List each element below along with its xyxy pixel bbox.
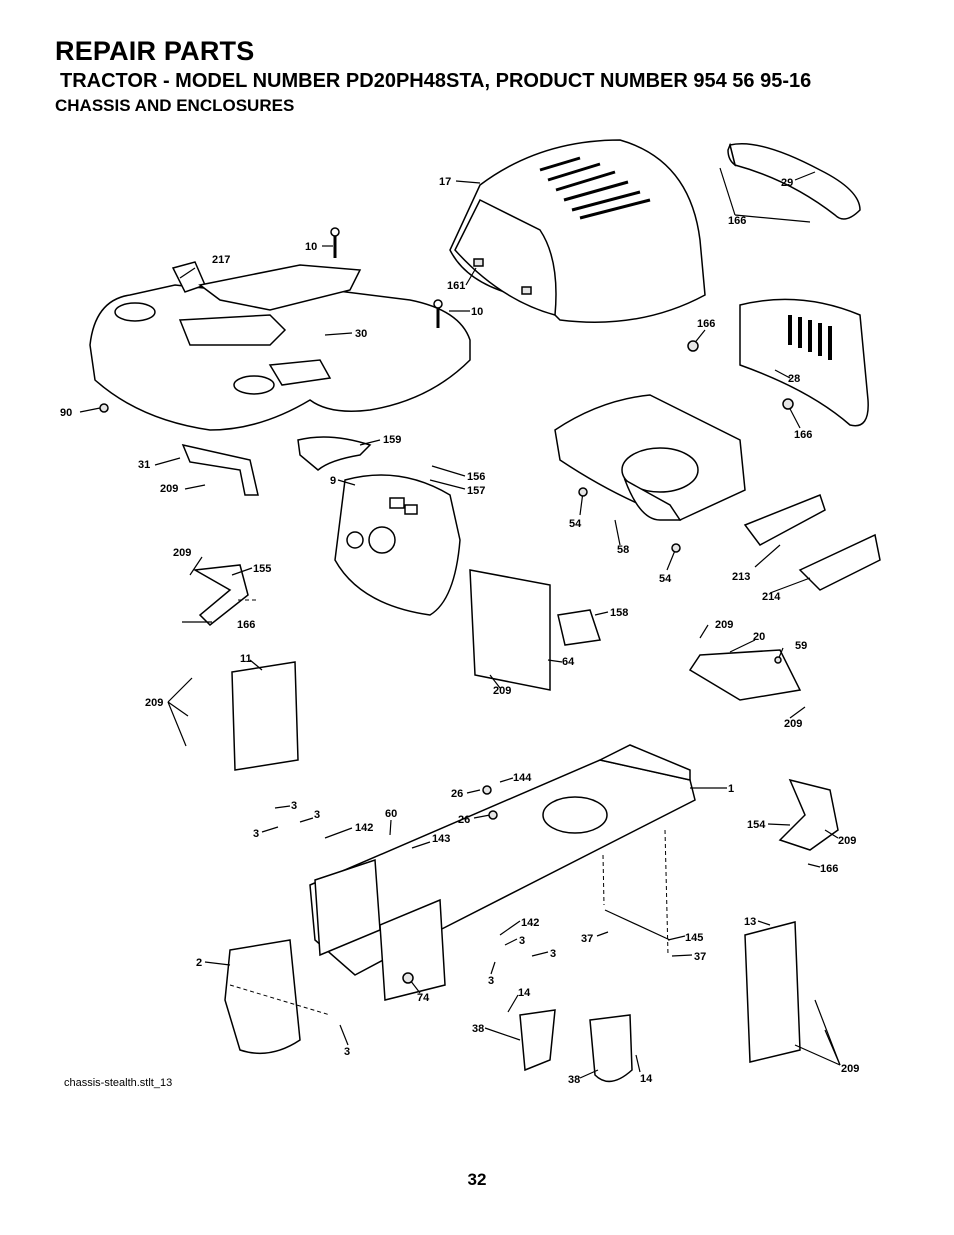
callout-209: 209	[715, 619, 733, 631]
callout-90: 90	[60, 407, 72, 419]
callout-54: 54	[659, 573, 672, 585]
dash-panel-part-9	[334, 474, 461, 616]
callout-3: 3	[344, 1046, 350, 1058]
plate-part-20	[688, 649, 802, 701]
callout-158: 158	[610, 607, 628, 619]
diagram-caption: chassis-stealth.stlt_13	[64, 1077, 173, 1089]
callout-144: 144	[513, 772, 532, 784]
plate-part-13	[744, 921, 801, 1063]
callout-154: 154	[747, 819, 766, 831]
callout-166: 166	[237, 619, 255, 631]
callout-155: 155	[253, 563, 271, 575]
callout-209: 209	[838, 835, 856, 847]
callout-159: 159	[383, 434, 401, 446]
callout-20: 20	[753, 631, 765, 643]
callout-58: 58	[617, 544, 629, 556]
seat-rail-part-30	[198, 264, 362, 311]
callout-213: 213	[732, 571, 750, 583]
callout-11: 11	[240, 653, 252, 665]
callout-14: 14	[518, 987, 531, 999]
bracket-part-158	[557, 609, 601, 646]
callout-38: 38	[472, 1023, 484, 1035]
callout-26: 26	[458, 814, 470, 826]
callout-10: 10	[471, 306, 483, 318]
callout-2: 2	[196, 957, 202, 969]
hood-part-17	[449, 139, 706, 323]
callout-3: 3	[550, 948, 556, 960]
callout-14: 14	[640, 1073, 653, 1085]
rod-part-145	[604, 909, 671, 941]
bracket-part-31	[181, 443, 259, 496]
grille-part-29	[727, 142, 861, 220]
callout-142: 142	[521, 917, 539, 929]
callout-166: 166	[794, 429, 812, 441]
callout-54: 54	[569, 518, 582, 530]
callout-209: 209	[841, 1063, 859, 1075]
callout-labels: 17 29 166 10 217 161 10 30 166 28 90 166…	[60, 176, 859, 1086]
plate-part-2	[224, 939, 301, 1055]
plate-part-11	[231, 661, 299, 771]
callout-38: 38	[568, 1074, 580, 1086]
callout-209: 209	[145, 697, 163, 709]
callout-161: 161	[447, 280, 465, 292]
callout-214: 214	[762, 591, 781, 603]
callout-209: 209	[160, 483, 178, 495]
callout-166: 166	[697, 318, 715, 330]
fasteners	[99, 340, 794, 984]
callout-3: 3	[291, 800, 297, 812]
support-part-64	[469, 569, 551, 691]
callout-142: 142	[355, 822, 373, 834]
bracket-part-155	[192, 564, 249, 627]
callout-29: 29	[781, 177, 793, 189]
callout-10: 10	[305, 241, 317, 253]
bolt-part-10-top	[330, 227, 340, 258]
leader-lines	[79, 167, 841, 1079]
callout-209: 209	[784, 718, 802, 730]
cupholder-part-159	[297, 436, 372, 471]
callout-209: 209	[493, 685, 511, 697]
callout-157: 157	[467, 485, 485, 497]
callout-166: 166	[820, 863, 838, 875]
section-title: CHASSIS AND ENCLOSURES	[55, 96, 295, 115]
callout-37: 37	[581, 933, 593, 945]
callout-9: 9	[330, 475, 336, 487]
shield-part-213	[743, 494, 826, 546]
callout-3: 3	[314, 809, 320, 821]
callout-1: 1	[728, 783, 734, 795]
callout-145: 145	[685, 932, 703, 944]
bracket-part-38-left	[519, 1009, 556, 1072]
callout-74: 74	[417, 992, 430, 1004]
callout-30: 30	[355, 328, 367, 340]
callout-59: 59	[795, 640, 807, 652]
callout-209: 209	[173, 547, 191, 559]
bracket-part-38-right	[589, 1014, 633, 1083]
callout-3: 3	[253, 828, 259, 840]
fender-pan-part-30	[89, 284, 471, 431]
callout-3: 3	[519, 935, 525, 947]
bracket-part-154	[778, 778, 839, 851]
callout-64: 64	[562, 656, 575, 668]
frame-part-1	[309, 744, 696, 1001]
callout-217: 217	[212, 254, 230, 266]
callout-26: 26	[451, 788, 463, 800]
callout-166: 166	[728, 215, 746, 227]
callout-143: 143	[432, 833, 450, 845]
shield-part-214	[798, 533, 881, 591]
callout-28: 28	[788, 373, 800, 385]
callout-17: 17	[439, 176, 451, 188]
callout-13: 13	[744, 916, 756, 928]
seat-pan-part-58	[554, 394, 746, 521]
callout-37: 37	[694, 951, 706, 963]
callout-60: 60	[385, 808, 397, 820]
page-number: 32	[467, 1170, 487, 1189]
callout-3: 3	[488, 975, 494, 987]
page-title: REPAIR PARTS	[55, 36, 255, 66]
callout-156: 156	[467, 471, 485, 483]
rear-fender-part-28	[739, 298, 869, 427]
bolt-part-10-right	[433, 299, 443, 328]
callout-31: 31	[138, 459, 150, 471]
model-subtitle: TRACTOR - MODEL NUMBER PD20PH48STA, PROD…	[60, 70, 812, 92]
